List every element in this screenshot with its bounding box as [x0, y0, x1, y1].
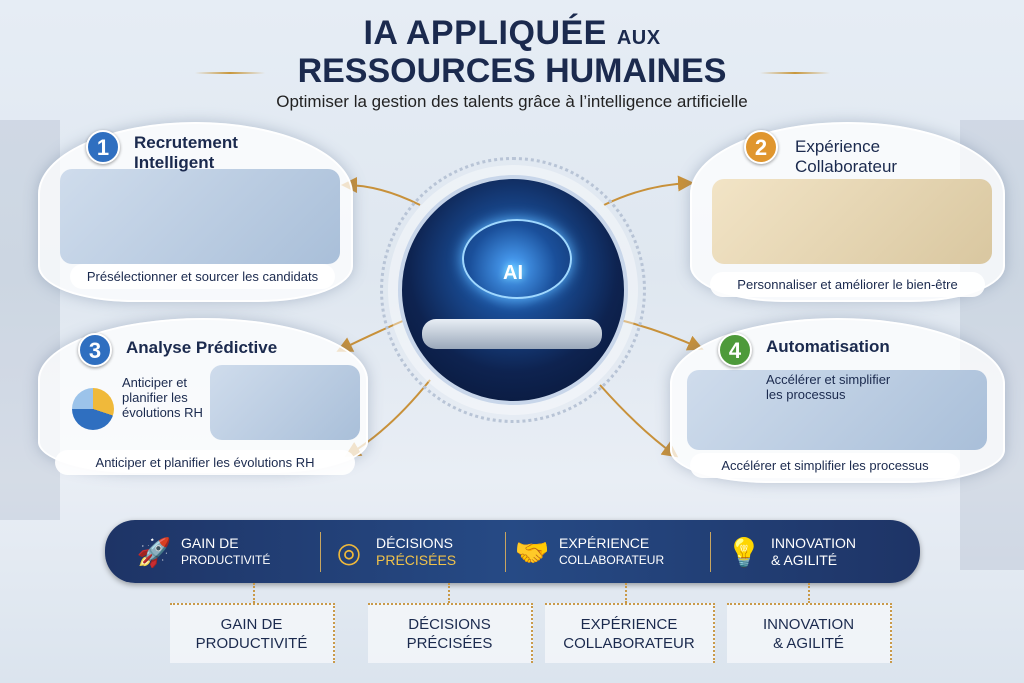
benefit-line2: Productivité: [195, 635, 308, 652]
rocket-icon: 🚀: [136, 536, 172, 568]
experience-illustration: [712, 179, 992, 264]
card-title: Recrutement Intelligent: [134, 133, 238, 172]
page-title-line2: RESSOURCES HUMAINES: [297, 52, 727, 90]
analytics-illustration: [210, 365, 360, 440]
benefits-banner: 🚀 Gain de Productivité ◎ DécisionsPrécisées…: [105, 520, 920, 583]
handshake-icon: 🤝: [514, 536, 550, 568]
card-inner-text: Anticiper et planifier les évolutions RH: [122, 375, 203, 420]
lightbulb-icon: 💡: [726, 536, 762, 568]
banner-line1: Décisions: [376, 535, 454, 551]
card-inner-text: Accélérer et simplifier les processus: [766, 372, 891, 402]
step-badge-1: 1: [86, 130, 120, 164]
brain-icon: [462, 219, 572, 299]
recruitment-illustration: [60, 169, 340, 264]
benefit-line2: Collaborateur: [563, 635, 695, 652]
page-subtitle: Optimiser la gestion des talents grâce à…: [276, 92, 748, 111]
benefit-box: Gain de Productivité: [170, 603, 335, 663]
title-rule-left: [195, 72, 265, 74]
card-title: Expérience Collaborateur: [795, 137, 898, 176]
card-caption: Accélérer et simplifier les processus: [690, 453, 960, 478]
card-title: Automatisation: [766, 337, 890, 356]
card-title: Analyse Prédictive: [126, 338, 278, 357]
benefit-line1: Innovation: [762, 616, 855, 633]
step-badge-4: 4: [718, 333, 752, 367]
banner-line1: Innovation: [771, 535, 857, 551]
page-title-line1: IA APPLIQUÉE aux: [363, 14, 661, 52]
step-badge-2: 2: [744, 130, 778, 164]
card-caption: Présélectionner et sourcer les candidats: [70, 264, 335, 289]
card-caption: Anticiper et planifier les évolutions RH: [55, 450, 355, 475]
banner-line2: & Agilité: [771, 552, 838, 568]
banner-separator: [710, 532, 711, 572]
banner-line2: Productivité: [181, 553, 271, 567]
title-rule-right: [760, 72, 830, 74]
pie-chart-icon: [72, 388, 114, 430]
benefit-line1: Décisions: [408, 616, 491, 633]
banner-line1: Expérience: [559, 535, 650, 551]
target-icon: ◎: [336, 536, 362, 568]
ai-brain-circle: [398, 175, 628, 405]
banner-item: 💡 Innovation& Agilité: [725, 532, 856, 572]
benefit-line2: Précisées: [406, 635, 493, 652]
banner-item: ◎ DécisionsPrécisées: [330, 532, 456, 572]
benefit-line1: Gain de: [220, 616, 283, 633]
connector-dots: [625, 583, 627, 603]
benefit-line2: & Agilité: [773, 635, 844, 652]
banner-separator: [320, 532, 321, 572]
automation-illustration: [687, 370, 987, 450]
benefit-line1: Expérience: [580, 616, 678, 633]
connector-dots: [253, 583, 255, 603]
banner-line1: Gain de: [181, 535, 239, 551]
banner-item: 🚀 Gain de Productivité: [135, 532, 271, 572]
benefit-box: Innovation & Agilité: [727, 603, 892, 663]
banner-line2: Précisées: [376, 552, 457, 568]
connector-dots: [448, 583, 450, 603]
ai-label: AI: [503, 262, 523, 284]
banner-separator: [505, 532, 506, 572]
step-badge-3: 3: [78, 333, 112, 367]
center-dotted-ring: [380, 157, 646, 423]
robot-hand-icon: [422, 319, 602, 349]
benefit-box: DécisionsPrécisées: [368, 603, 533, 663]
banner-line2: Collaborateur: [559, 553, 665, 567]
connector-dots: [808, 583, 810, 603]
card-caption: Personnaliser et améliorer le bien-être: [710, 272, 985, 297]
